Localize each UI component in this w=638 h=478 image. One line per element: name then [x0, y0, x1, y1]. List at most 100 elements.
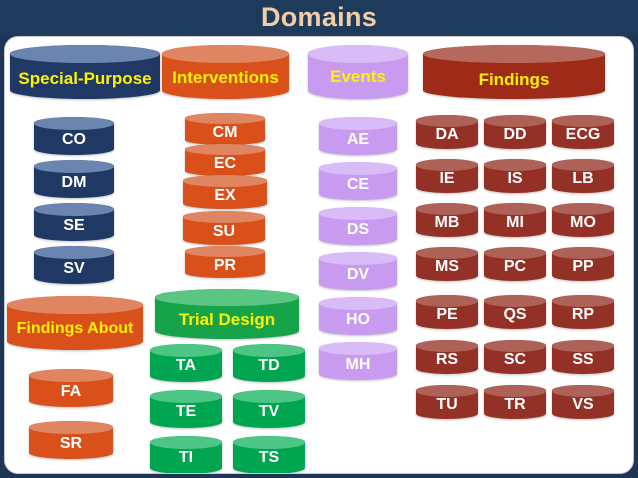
domain-node-label: RS — [435, 350, 459, 368]
domain-node-sv[interactable]: SV — [34, 246, 114, 284]
domain-node-label: PR — [213, 256, 237, 274]
domain-node-label: SV — [63, 259, 85, 277]
domain-node-label: SR — [59, 434, 83, 452]
domain-node-label: MB — [434, 213, 460, 231]
domain-node-rs[interactable]: RS — [416, 340, 478, 374]
domain-node-mh[interactable]: MH — [319, 342, 397, 380]
domain-node-label: SC — [503, 350, 527, 368]
domain-node-pr[interactable]: PR — [185, 246, 265, 278]
domain-node-rp[interactable]: RP — [552, 295, 614, 329]
domain-node-vs[interactable]: VS — [552, 385, 614, 419]
domain-node-mb[interactable]: MB — [416, 203, 478, 237]
domain-node-label: LB — [572, 169, 594, 187]
domain-node-pp[interactable]: PP — [552, 247, 614, 281]
domain-node-sc[interactable]: SC — [484, 340, 546, 374]
domain-node-label: TA — [175, 357, 197, 375]
group-header-trial-design[interactable]: Trial Design — [155, 289, 299, 339]
domain-node-label: MS — [435, 257, 459, 275]
domain-node-label: AE — [346, 130, 370, 148]
domain-node-te[interactable]: TE — [150, 390, 222, 428]
domain-node-label: TU — [436, 395, 458, 413]
group-header-special-purpose[interactable]: Special-Purpose — [10, 45, 160, 99]
domain-node-dm[interactable]: DM — [34, 160, 114, 198]
domain-node-ts[interactable]: TS — [233, 436, 305, 473]
domain-node-label: SU — [212, 222, 236, 240]
domain-node-label: DV — [346, 265, 370, 283]
group-header-label: Special-Purpose — [18, 68, 152, 88]
domain-node-ds[interactable]: DS — [319, 207, 397, 245]
domain-node-label: TR — [504, 395, 526, 413]
domain-node-label: DA — [435, 125, 459, 143]
domain-node-label: CE — [346, 175, 370, 193]
group-header-events[interactable]: Events — [308, 45, 408, 99]
group-header-label: Trial Design — [178, 310, 276, 330]
domain-node-mi[interactable]: MI — [484, 203, 546, 237]
domain-node-tr[interactable]: TR — [484, 385, 546, 419]
domain-node-label: HO — [346, 310, 370, 328]
domain-node-dv[interactable]: DV — [319, 252, 397, 290]
domain-node-label: TD — [258, 357, 280, 375]
domain-node-label: QS — [503, 305, 527, 323]
domain-node-tv[interactable]: TV — [233, 390, 305, 428]
domain-node-label: IS — [507, 169, 523, 187]
domain-node-pc[interactable]: PC — [484, 247, 546, 281]
domain-node-ae[interactable]: AE — [319, 117, 397, 155]
domain-node-qs[interactable]: QS — [484, 295, 546, 329]
diagram-panel: Special-Purpose CO DM SE SV Findings Abo… — [4, 36, 634, 474]
domain-node-label: PC — [503, 257, 527, 275]
domain-node-label: DM — [61, 173, 87, 191]
domain-node-ss[interactable]: SS — [552, 340, 614, 374]
domain-node-label: TE — [175, 403, 197, 421]
domain-node-label: MI — [506, 213, 524, 231]
domain-node-label: DD — [503, 125, 527, 143]
domain-node-ho[interactable]: HO — [319, 297, 397, 335]
page-title: Domains — [260, 2, 378, 32]
domain-node-ec[interactable]: EC — [185, 144, 265, 176]
domain-node-dd[interactable]: DD — [484, 115, 546, 149]
domain-node-ti[interactable]: TI — [150, 436, 222, 473]
group-header-label: Interventions — [172, 67, 279, 87]
group-header-interventions[interactable]: Interventions — [162, 45, 289, 99]
domain-node-label: SE — [63, 216, 85, 234]
group-header-label: Findings — [478, 70, 550, 90]
domain-node-pe[interactable]: PE — [416, 295, 478, 329]
domain-node-se[interactable]: SE — [34, 203, 114, 241]
domain-node-mo[interactable]: MO — [552, 203, 614, 237]
domain-node-lb[interactable]: LB — [552, 159, 614, 193]
domain-node-td[interactable]: TD — [233, 344, 305, 382]
group-header-label: Findings About — [16, 320, 134, 338]
domain-node-ecg[interactable]: ECG — [552, 115, 614, 149]
domain-node-label: TI — [178, 449, 194, 467]
domain-node-label: IE — [439, 169, 455, 187]
domain-node-su[interactable]: SU — [183, 211, 265, 245]
domain-node-label: VS — [572, 395, 594, 413]
domain-node-label: MO — [570, 213, 596, 231]
group-header-findings-about[interactable]: Findings About — [7, 296, 143, 350]
domain-node-label: PE — [436, 305, 458, 323]
domain-node-label: EC — [213, 154, 237, 172]
domain-node-label: TS — [258, 449, 280, 467]
domain-node-sr[interactable]: SR — [29, 421, 113, 459]
group-header-findings[interactable]: Findings — [423, 45, 605, 99]
domain-node-label: RP — [571, 305, 595, 323]
domain-node-ce[interactable]: CE — [319, 162, 397, 200]
domain-node-label: ECG — [565, 125, 601, 143]
domain-node-label: CO — [62, 130, 86, 148]
group-header-label: Events — [330, 66, 386, 86]
domain-node-label: PP — [572, 257, 594, 275]
domain-node-ex[interactable]: EX — [183, 175, 267, 209]
header-bar — [0, 0, 638, 36]
domain-node-fa[interactable]: FA — [29, 369, 113, 407]
domain-node-co[interactable]: CO — [34, 117, 114, 155]
domain-node-cm[interactable]: CM — [185, 113, 265, 145]
domain-node-label: CM — [212, 123, 238, 141]
domain-node-ie[interactable]: IE — [416, 159, 478, 193]
domain-node-label: FA — [60, 382, 82, 400]
domain-node-label: DS — [346, 220, 370, 238]
domain-node-label: TV — [258, 403, 280, 421]
domain-node-da[interactable]: DA — [416, 115, 478, 149]
domain-node-tu[interactable]: TU — [416, 385, 478, 419]
domain-node-is[interactable]: IS — [484, 159, 546, 193]
domain-node-ms[interactable]: MS — [416, 247, 478, 281]
domain-node-ta[interactable]: TA — [150, 344, 222, 382]
